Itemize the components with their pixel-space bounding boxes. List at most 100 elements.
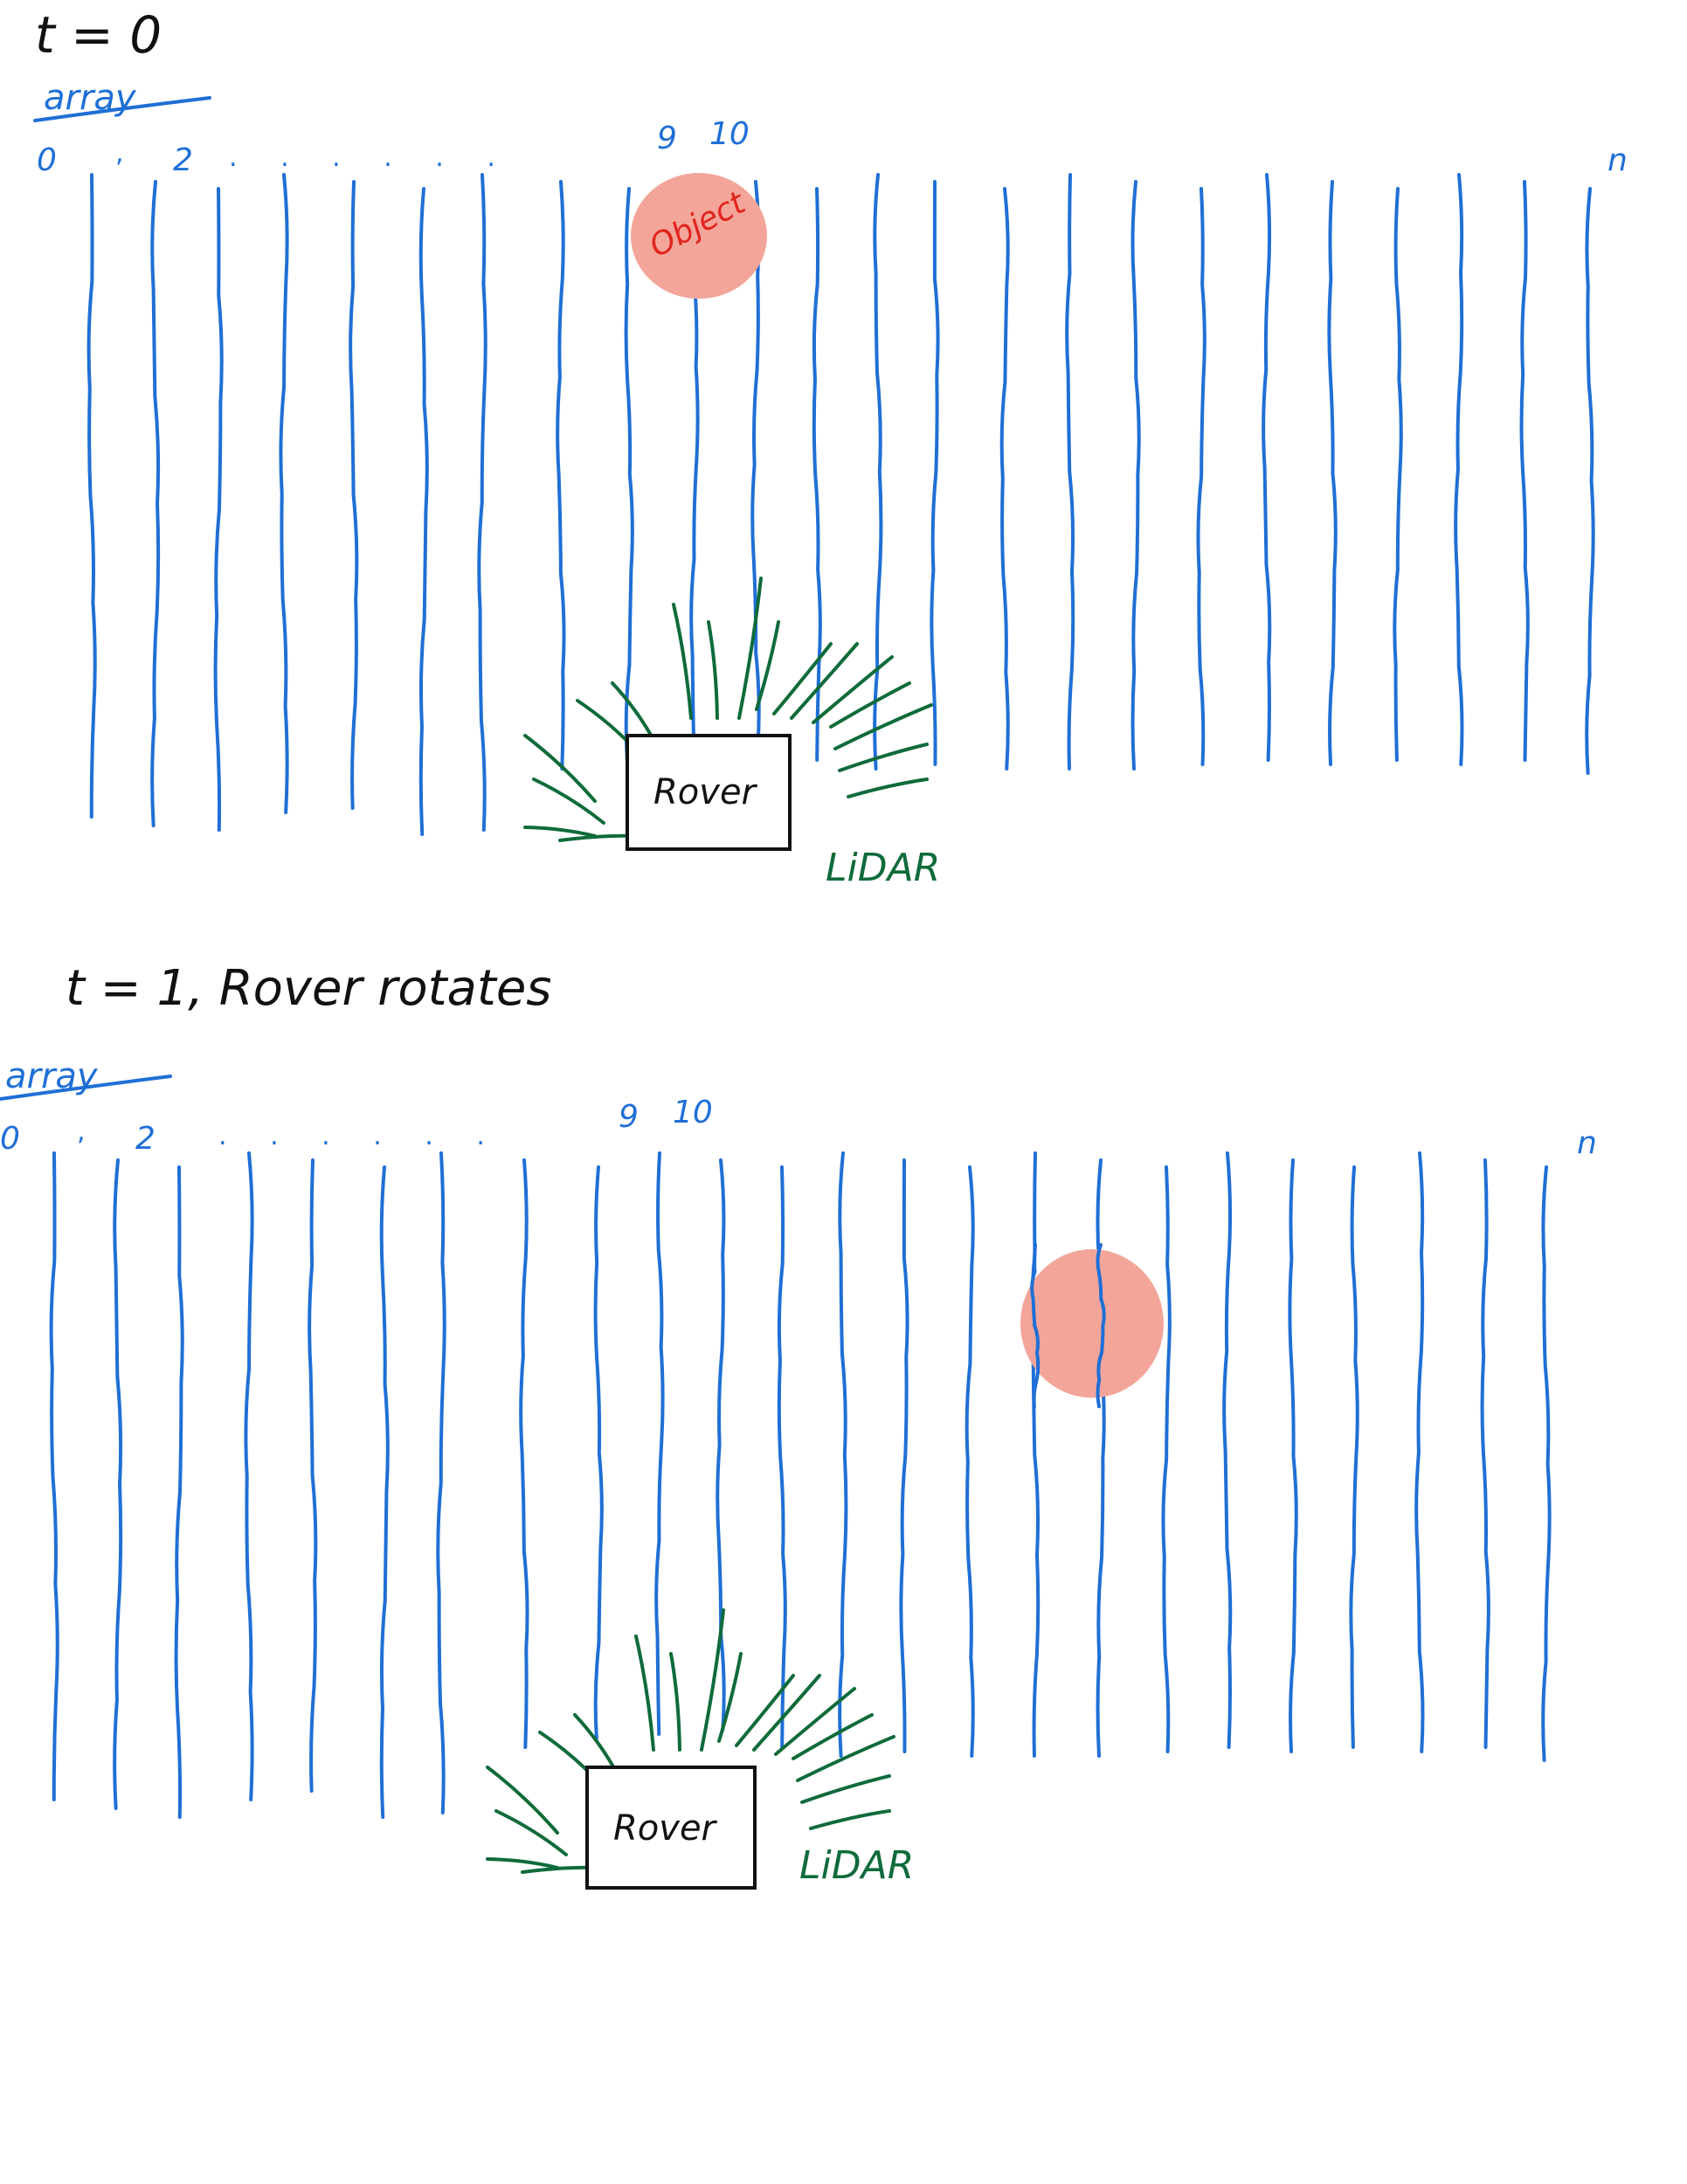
- array-line: [654, 1151, 665, 1736]
- array-line: [777, 1165, 787, 1749]
- lidar-ray: [634, 1635, 655, 1752]
- lidar-ray: [812, 655, 894, 724]
- array-line: [838, 1151, 848, 1758]
- lidar-ray: [847, 778, 929, 798]
- lidar-ray: [755, 620, 780, 711]
- lidar-ray: [486, 1766, 559, 1835]
- array-line: [150, 180, 161, 827]
- lidar-ray: [707, 620, 719, 720]
- index-label-ellipsis: . . . . . .: [218, 1121, 502, 1151]
- lidar-ray: [669, 1652, 681, 1752]
- array-line: [1454, 173, 1464, 766]
- lidar-ray: [796, 1735, 895, 1782]
- lidar-ray: [486, 1857, 559, 1870]
- index-label-ellipsis: . . . . . .: [229, 142, 513, 173]
- lidar-ray: [737, 577, 763, 720]
- lidar-ray: [523, 826, 597, 838]
- rover-label: Rover: [613, 1808, 718, 1849]
- lidar-ray: [717, 1652, 743, 1743]
- lidar-ray: [672, 603, 693, 720]
- index-label-10: 10: [709, 116, 750, 152]
- index-label-10: 10: [673, 1095, 713, 1130]
- array-line: [556, 180, 566, 771]
- array-line: [213, 187, 224, 832]
- lidar-ray: [772, 642, 833, 715]
- array-lines-t1: [49, 1151, 1552, 1819]
- index-label-n: n: [1607, 142, 1628, 178]
- array-line: [174, 1165, 184, 1819]
- lidar-ray: [792, 1713, 874, 1760]
- array-line: [379, 1165, 390, 1819]
- lidar-ray: [523, 734, 597, 803]
- array-line: [418, 187, 429, 836]
- index-label-9: 9: [657, 121, 677, 156]
- array-line: [477, 173, 487, 832]
- array-line: [964, 1165, 975, 1758]
- lidar-ray: [838, 743, 929, 772]
- array-line: [1065, 173, 1075, 771]
- array-line: [308, 1158, 318, 1793]
- array-line: [1393, 187, 1403, 762]
- lidar-ray: [494, 1809, 568, 1856]
- array-line: [1414, 1151, 1425, 1753]
- array-line: [1288, 1158, 1298, 1753]
- array-line: [436, 1151, 446, 1814]
- lidar-ray: [790, 642, 859, 720]
- lidar-ray: [833, 703, 933, 750]
- rover-label: Rover: [653, 772, 758, 812]
- index-label-0: 0: [37, 142, 57, 178]
- array-line: [930, 180, 940, 766]
- lidar-label: LiDAR: [799, 1843, 914, 1888]
- array-label: array: [5, 1056, 99, 1096]
- array-line: [349, 180, 359, 810]
- array-line: [624, 187, 634, 762]
- lidar-ray: [809, 1809, 891, 1830]
- array-label-underline: [33, 96, 211, 122]
- object-blob: [1020, 1249, 1164, 1398]
- object-blob: [631, 173, 767, 299]
- array-line: [113, 1158, 123, 1810]
- array-line: [1541, 1165, 1552, 1762]
- rover-box: [626, 734, 792, 851]
- array-line: [1327, 180, 1338, 766]
- array-line: [1222, 1151, 1233, 1749]
- array-line: [1096, 1243, 1106, 1408]
- lidar-ray: [829, 681, 911, 729]
- lidar-ray: [774, 1687, 856, 1756]
- array-lines-over-object: [1030, 1243, 1106, 1408]
- array-line: [519, 1158, 529, 1749]
- array-line: [49, 1151, 59, 1801]
- array-line: [1585, 187, 1595, 775]
- array-line: [750, 180, 761, 749]
- array-line: [1519, 180, 1530, 762]
- index-label-2: 2: [173, 142, 193, 178]
- panel-t1: t = 1, Rover rotates array 0 , 2 . . . .…: [0, 960, 1597, 1890]
- lidar-rays-t1: [486, 1608, 895, 1874]
- lidar-ray: [735, 1674, 795, 1747]
- array-line: [86, 173, 97, 819]
- panel-t0: t = 0 array 0 , 2 . . . . . . 9 10 n Obj…: [33, 5, 1628, 890]
- array-line: [1262, 173, 1272, 762]
- index-label-n: n: [1577, 1125, 1597, 1161]
- array-line: [279, 173, 289, 814]
- array-line: [1196, 187, 1206, 766]
- index-label-2: 2: [135, 1121, 156, 1157]
- array-line: [999, 187, 1010, 771]
- array-line: [593, 1165, 604, 1740]
- lidar-label: LiDAR: [826, 846, 940, 890]
- array-label-underline: [0, 1075, 172, 1101]
- array-line: [873, 173, 883, 771]
- array-line: [1349, 1165, 1359, 1749]
- array-line: [899, 1158, 909, 1753]
- array-line: [244, 1151, 254, 1801]
- index-label-9: 9: [619, 1099, 639, 1135]
- index-label-comma: ,: [77, 1116, 86, 1147]
- rover-box: [585, 1766, 757, 1890]
- index-label-0: 0: [0, 1121, 20, 1157]
- lidar-ray: [800, 1774, 891, 1804]
- time-label-t1: t = 1, Rover rotates: [66, 960, 551, 1017]
- index-label-comma: ,: [115, 138, 124, 169]
- array-line: [1480, 1158, 1490, 1749]
- lidar-ray: [700, 1608, 725, 1752]
